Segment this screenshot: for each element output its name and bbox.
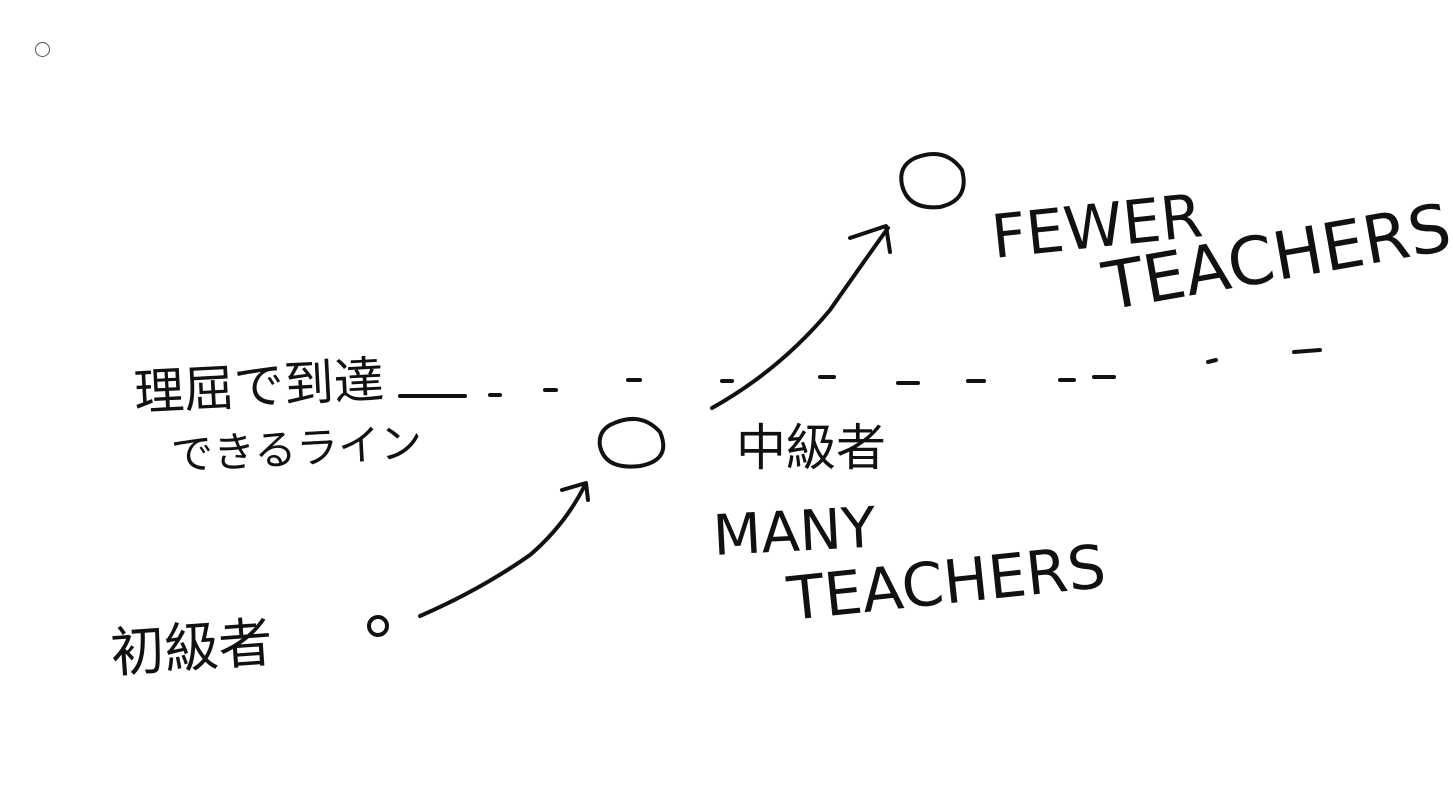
beginner-node — [367, 615, 389, 637]
arrow-shaft — [418, 483, 587, 618]
intermediate-sublabel-line1: MANY — [711, 496, 878, 569]
advanced-node — [899, 152, 966, 210]
arrow-beginner-to-intermediate — [418, 481, 590, 618]
threshold-label-line2: できるライン — [170, 418, 423, 480]
beginner-label: 初級者 — [109, 611, 275, 685]
threshold-label-line1: 理屈で到達 — [133, 351, 386, 422]
arrow-intermediate-to-advanced — [710, 224, 892, 410]
arrow-head-icon — [560, 481, 590, 502]
intermediate-label: 中級者 — [736, 419, 886, 477]
arrow-head-icon — [848, 224, 892, 254]
corner-circle-icon — [35, 42, 50, 57]
dash — [1292, 348, 1322, 354]
arrow-shaft — [710, 226, 890, 410]
dash — [1206, 358, 1218, 364]
threshold-dashed-line — [398, 348, 1322, 398]
intermediate-node — [597, 416, 666, 469]
